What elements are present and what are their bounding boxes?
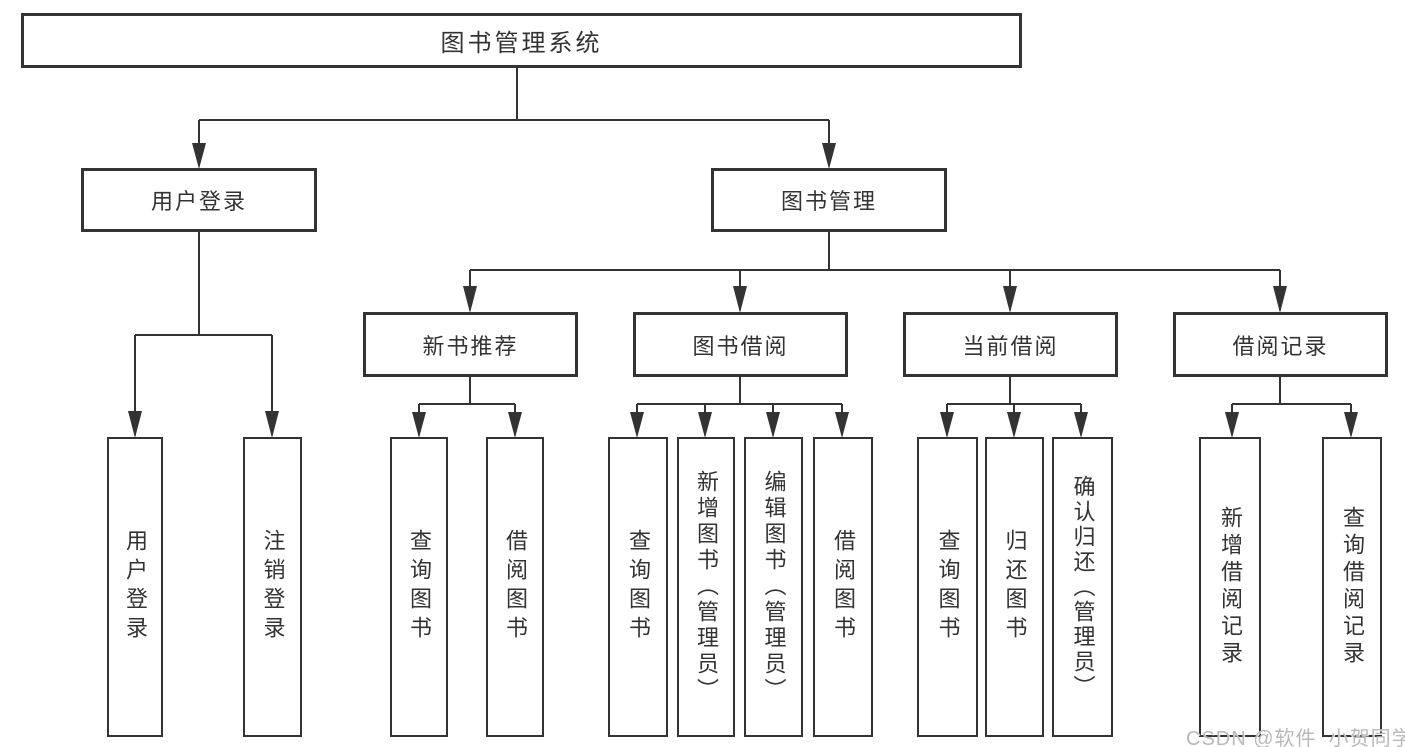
- arrowhead: [940, 412, 954, 438]
- arrowhead: [1344, 412, 1358, 438]
- leaf-borrow-book-2: 借阅图书: [813, 437, 873, 737]
- arrowhead: [766, 412, 780, 438]
- node-user-login: 用户登录: [81, 168, 317, 232]
- leaf-confirm-return-admin: 确认归还（管理员）: [1052, 437, 1113, 737]
- node-current-borrow: 当前借阅: [903, 312, 1118, 377]
- node-new-book-recommend: 新书推荐: [363, 312, 578, 377]
- arrowhead: [1007, 412, 1021, 438]
- leaf-query-book-1: 查询图书: [390, 437, 448, 737]
- arrowhead: [265, 411, 279, 438]
- edge-root-to-level2: [198, 68, 830, 166]
- edge-new-book-to-leaves: [418, 377, 516, 435]
- arrowhead: [835, 412, 849, 438]
- arrowhead: [822, 143, 836, 169]
- node-book-management: 图书管理: [711, 168, 947, 232]
- arrowhead: [128, 411, 142, 438]
- arrowhead: [1074, 412, 1088, 438]
- leaf-add-borrow-record: 新增借阅记录: [1199, 437, 1261, 737]
- leaf-query-book-3: 查询图书: [917, 437, 978, 737]
- node-book-borrow: 图书借阅: [633, 312, 848, 377]
- edge-book-mgmt-to-level3: [469, 232, 1281, 310]
- arrowhead: [412, 412, 426, 438]
- leaf-borrow-book-1: 借阅图书: [486, 437, 544, 737]
- arrowhead: [463, 286, 477, 313]
- edge-book-borrow-to-leaves: [636, 377, 843, 435]
- edge-borrow-record-to-leaves: [1231, 377, 1352, 435]
- leaf-user-login: 用户登录: [107, 437, 163, 737]
- leaf-edit-book-admin: 编辑图书（管理员）: [744, 437, 803, 737]
- csdn-watermark: CSDN @软件_小贺同学: [1186, 728, 1405, 747]
- arrowhead: [1225, 412, 1239, 438]
- arrowhead: [1003, 286, 1017, 313]
- arrowhead: [1273, 286, 1287, 313]
- arrowhead: [733, 286, 747, 313]
- arrowheads: [128, 143, 1358, 438]
- leaf-query-book-2: 查询图书: [608, 437, 668, 737]
- arrowhead: [508, 412, 522, 438]
- node-root-system: 图书管理系统: [21, 13, 1022, 68]
- node-borrow-record: 借阅记录: [1173, 312, 1388, 377]
- leaf-return-book: 归还图书: [985, 437, 1044, 737]
- edge-strokes: [134, 68, 1352, 435]
- leaf-query-borrow-record: 查询借阅记录: [1322, 437, 1382, 737]
- arrowhead: [698, 412, 712, 438]
- edge-user-login-to-leaves: [134, 232, 273, 435]
- leaf-add-book-admin: 新增图书（管理员）: [677, 437, 735, 737]
- arrowhead: [630, 412, 644, 438]
- arrowhead: [192, 143, 206, 169]
- leaf-logout: 注销登录: [243, 437, 302, 737]
